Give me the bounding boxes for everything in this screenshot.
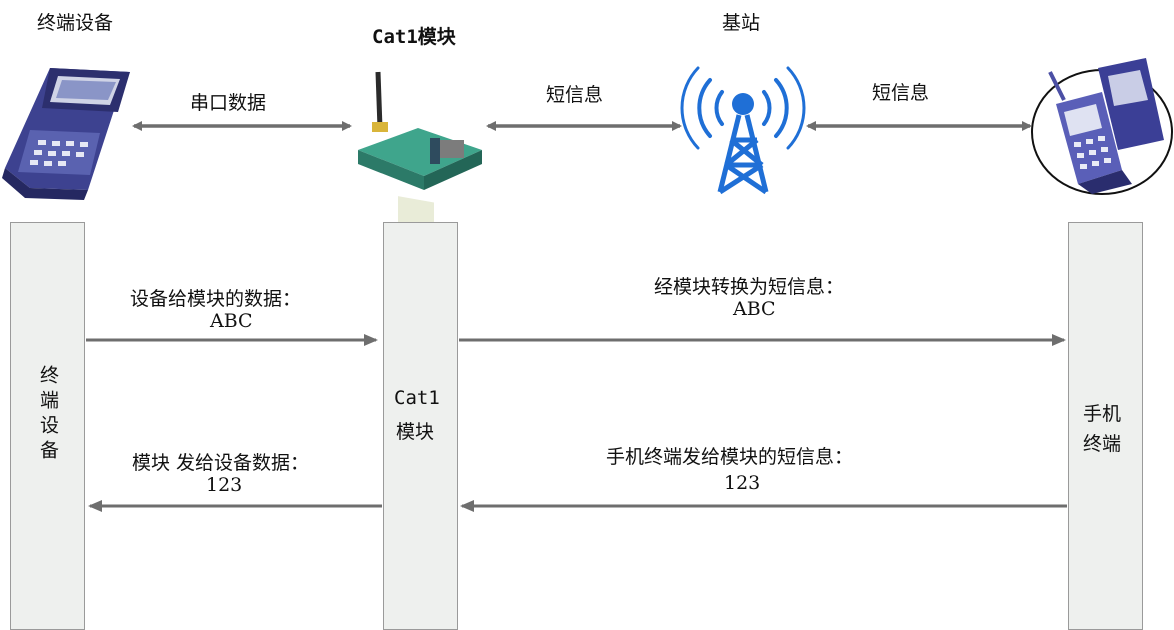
lifeline-phone-label-line2: 终端 bbox=[1083, 433, 1122, 455]
lifeline-phone-label-line1: 手机 bbox=[1083, 403, 1122, 425]
lifeline-module-label-line1: Cat1 bbox=[394, 387, 440, 409]
sms-right-label: 短信息 bbox=[872, 82, 930, 104]
module-title: Cat1模块 bbox=[372, 26, 456, 48]
msg1-title: 设备给模块的数据： bbox=[130, 288, 302, 310]
lifeline-module: Cat1 模块 bbox=[383, 222, 458, 630]
base-station-title: 基站 bbox=[722, 12, 761, 34]
serial-data-label: 串口数据 bbox=[190, 92, 267, 114]
device-title: 终端设备 bbox=[37, 12, 114, 34]
lifeline-module-label-line2: 模块 bbox=[396, 421, 435, 443]
msg3-title: 模块 发给设备数据： bbox=[132, 452, 310, 474]
lifeline-device: 终端设备 bbox=[10, 222, 85, 630]
lifeline-phone: 手机 终端 bbox=[1068, 222, 1143, 630]
sms-left-label: 短信息 bbox=[546, 84, 604, 106]
msg4-title: 手机终端发给模块的短信息： bbox=[606, 446, 854, 468]
msg4-value: 123 bbox=[724, 472, 761, 494]
msg1-value: ABC bbox=[210, 310, 253, 332]
msg3-value: 123 bbox=[206, 474, 243, 496]
msg2-value: ABC bbox=[733, 298, 776, 320]
lifeline-device-label: 终端设备 bbox=[37, 365, 59, 465]
msg2-title: 经模块转换为短信息： bbox=[654, 276, 845, 298]
